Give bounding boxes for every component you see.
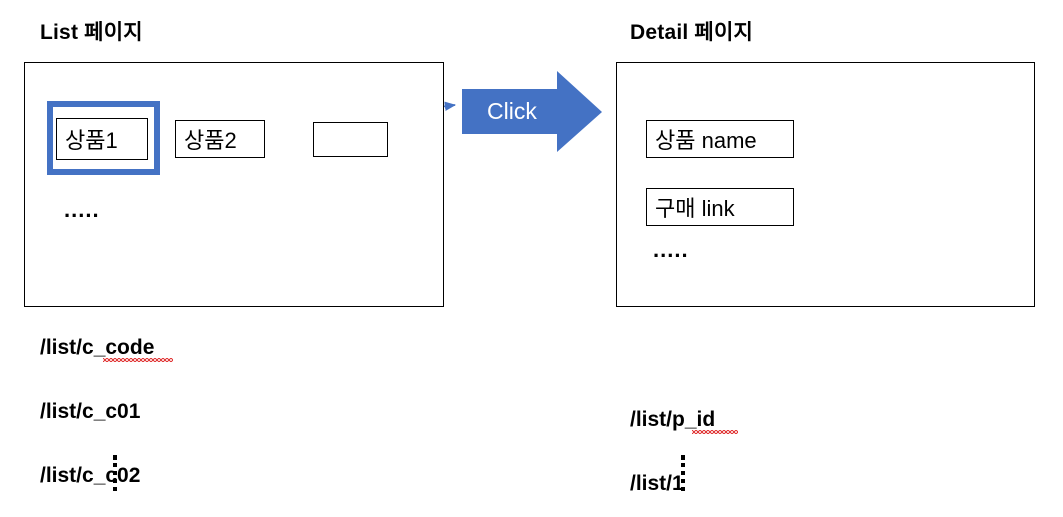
list-page-frame <box>24 62 444 307</box>
list-item-box-3[interactable] <box>313 122 388 157</box>
list-item-box-2[interactable]: 상품2 <box>175 120 265 158</box>
spellcheck-underline-2 <box>692 430 738 434</box>
detail-field-product-name[interactable]: 상품 name <box>646 120 794 158</box>
detail-page-frame <box>616 62 1035 307</box>
spellcheck-underline-1 <box>103 358 173 362</box>
list-item-box-1[interactable]: 상품1 <box>56 118 148 160</box>
detail-url-line-1: /list/p_id <box>630 408 1063 434</box>
list-vertical-ellipsis <box>110 455 120 491</box>
list-page-title: List 페이지 <box>40 21 143 44</box>
detail-vertical-ellipsis <box>678 455 688 491</box>
detail-fields-ellipsis: ..... <box>653 237 689 262</box>
detail-page-title: Detail 페이지 <box>630 21 753 44</box>
list-url-text-1: /list/c_code <box>40 336 155 359</box>
list-url-line-2: /list/c_c01 <box>40 400 141 423</box>
detail-url-text-1: /list/p_id <box>630 408 716 431</box>
selected-item-highlight[interactable] <box>47 101 160 175</box>
detail-url-line-2: /list/1 <box>630 472 684 495</box>
detail-field-purchase-link[interactable]: 구매 link <box>646 188 794 226</box>
click-arrow-label: Click <box>487 98 537 124</box>
list-url-line-1: /list/c_code <box>40 336 1063 362</box>
list-items-ellipsis: ..... <box>64 197 100 222</box>
